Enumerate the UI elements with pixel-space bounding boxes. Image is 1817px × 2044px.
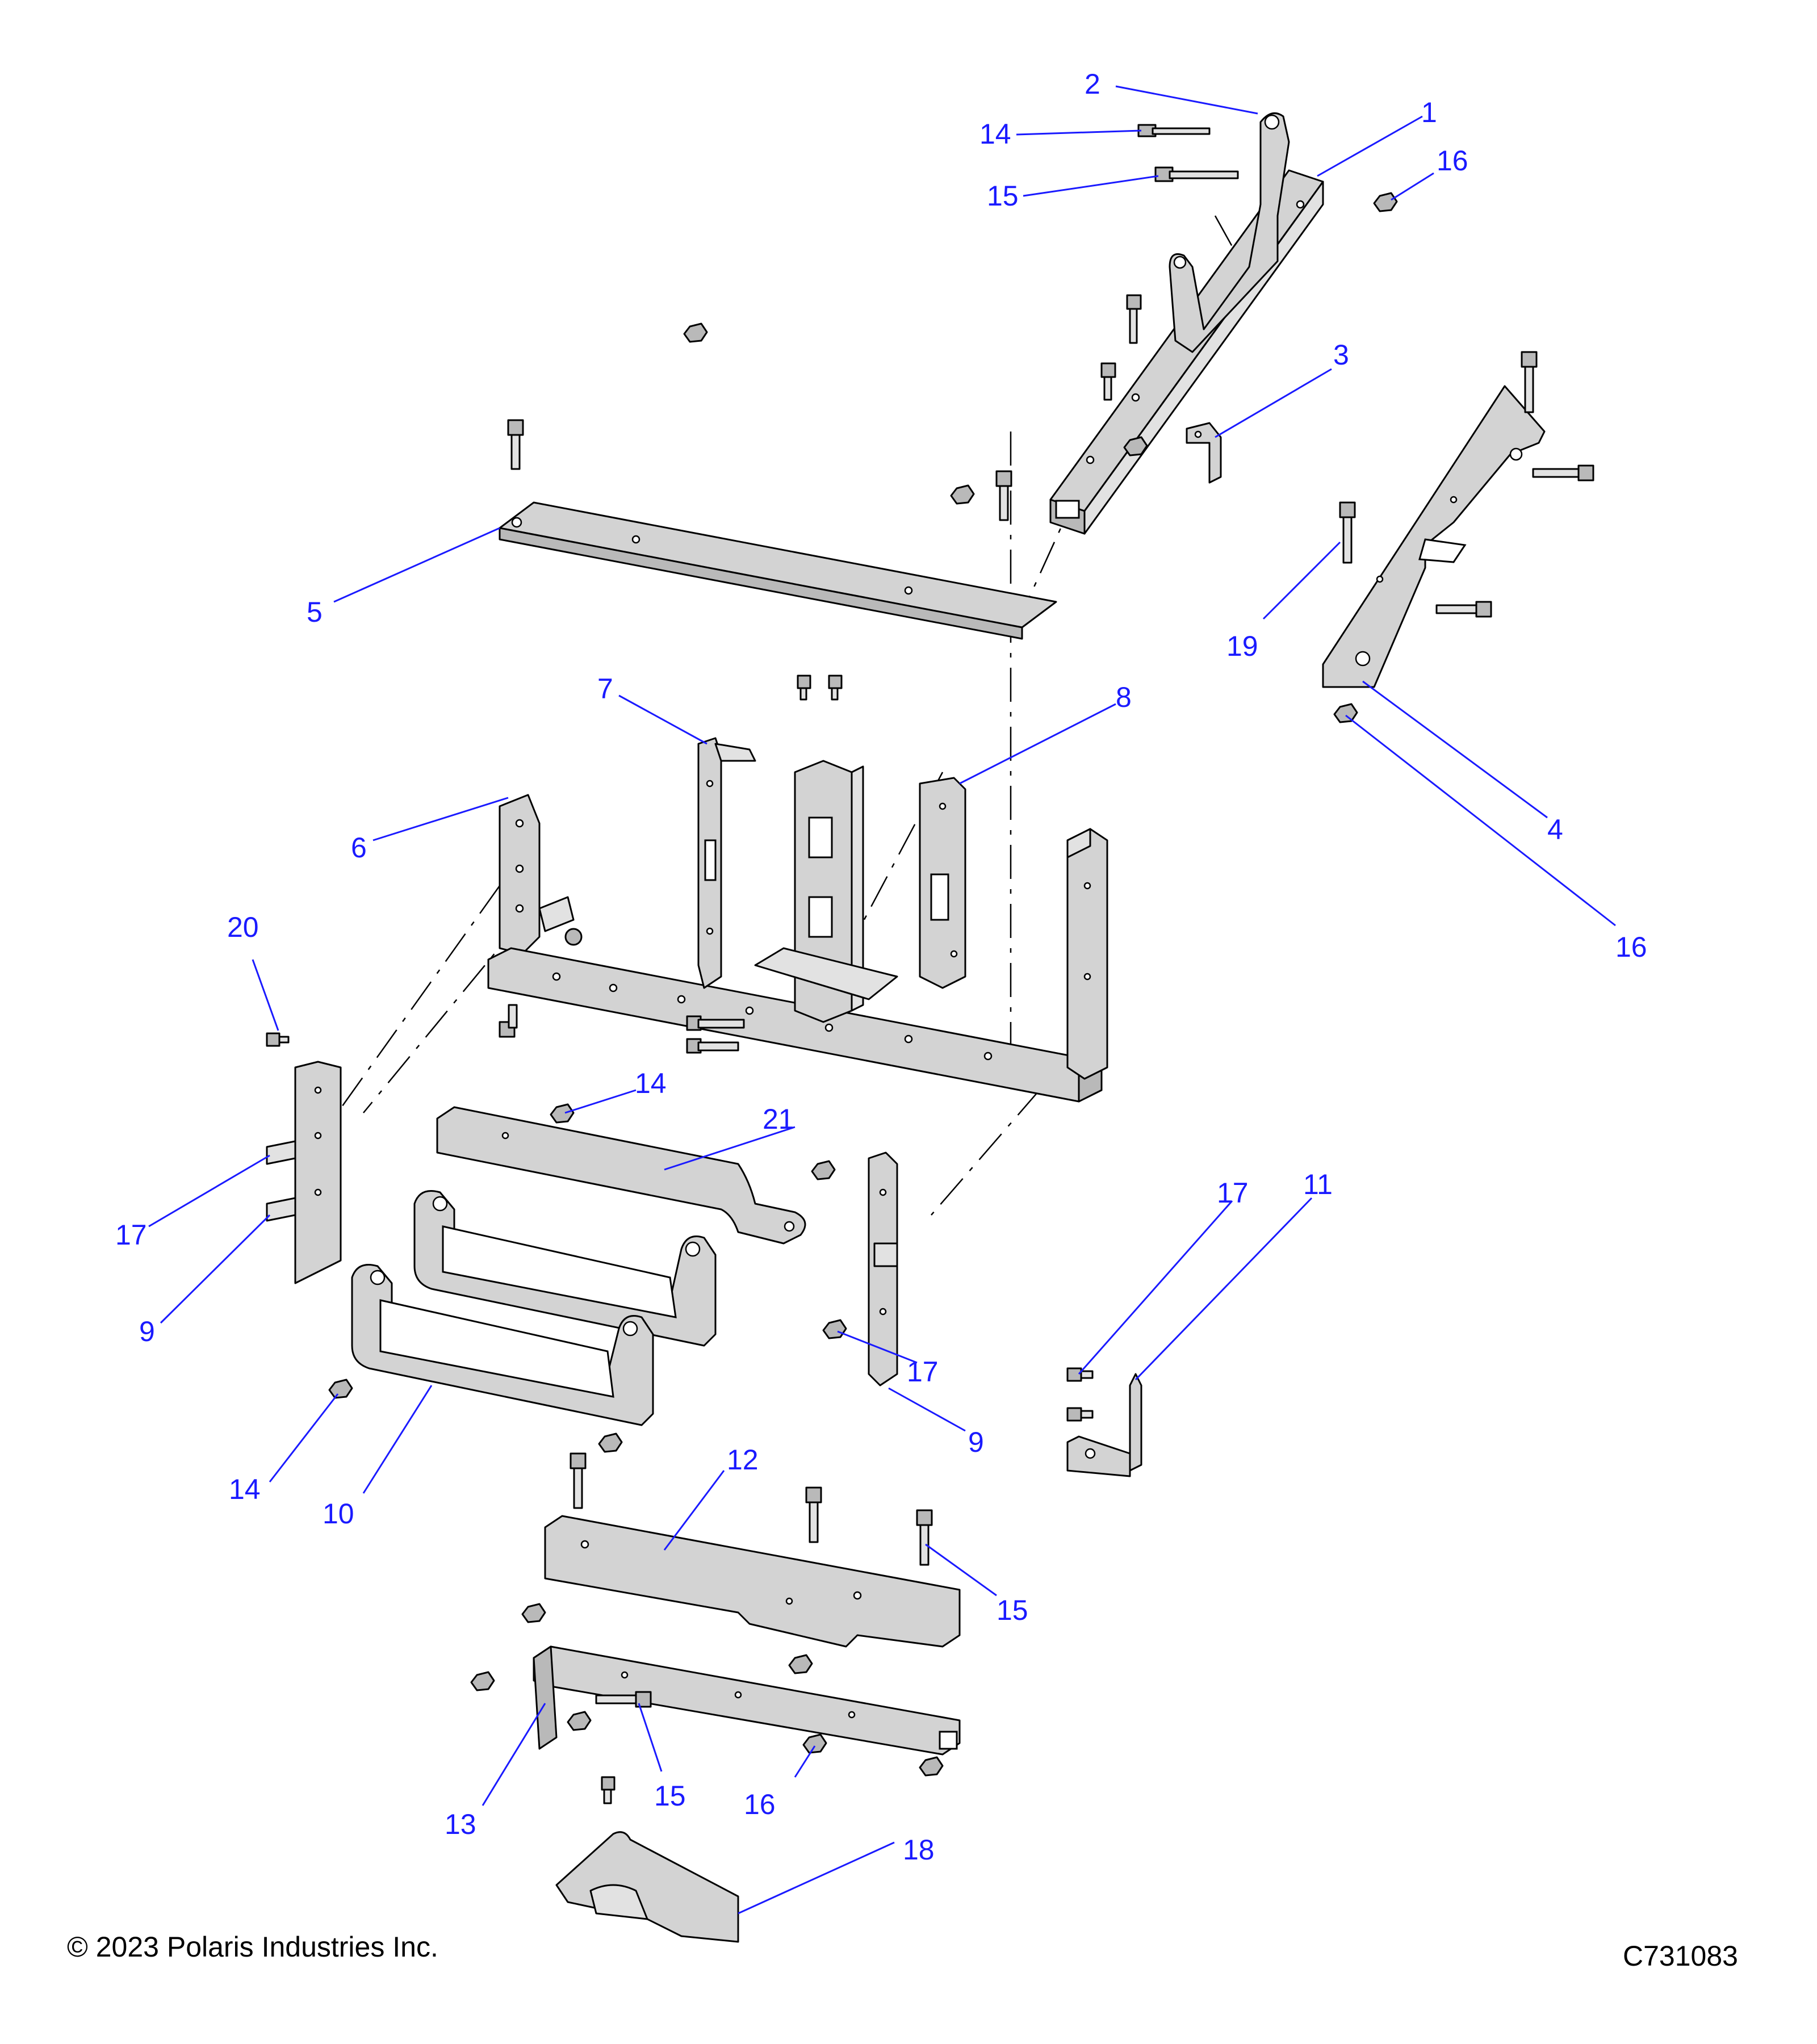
part-9-right-plate [868, 1151, 898, 1387]
bolt-icon [1532, 464, 1594, 481]
bolt-icon [1066, 1367, 1094, 1382]
callout-3: 3 [1333, 339, 1349, 371]
bolt-icon [1154, 166, 1239, 182]
callout-11: 11 [1303, 1168, 1333, 1200]
callout-15: 15 [997, 1594, 1028, 1626]
leader-lines [148, 85, 1616, 1915]
callout-14: 14 [979, 118, 1011, 150]
callout-9: 9 [968, 1426, 984, 1458]
callout-16: 16 [1615, 931, 1647, 963]
part-4-channel [1322, 385, 1546, 688]
part-13-tube [533, 1645, 961, 1756]
part-10-frames [351, 1190, 717, 1426]
bolt-icon [570, 1452, 587, 1509]
bolt-icon [1435, 601, 1492, 618]
callout-1: 1 [1421, 97, 1437, 128]
callout-14: 14 [229, 1473, 261, 1505]
bolt-icon [828, 675, 843, 701]
part-2-bracket [1169, 112, 1290, 353]
part-5-angle-bar [499, 501, 1057, 640]
bolt-icon [1137, 124, 1211, 137]
bolt-icon [686, 1038, 739, 1054]
part-3-small-bracket [1186, 422, 1222, 484]
callout-20: 20 [227, 911, 259, 943]
callout-15: 15 [654, 1780, 686, 1812]
part-7-plate [697, 737, 756, 989]
callout-15: 15 [987, 180, 1019, 212]
nut-icon [470, 1671, 495, 1691]
callout-16: 16 [744, 1789, 776, 1820]
callout-21: 21 [763, 1103, 794, 1135]
callout-2: 2 [1085, 68, 1100, 100]
nut-icon [564, 928, 583, 946]
bolt-icon [797, 675, 811, 701]
nut-icon [567, 1711, 592, 1731]
callout-17: 17 [1217, 1177, 1249, 1209]
callout-17: 17 [115, 1219, 147, 1251]
nut-icon [1333, 703, 1358, 723]
nut-icon [328, 1379, 353, 1399]
nut-icon [1373, 192, 1398, 212]
callout-12: 12 [727, 1444, 759, 1476]
fasteners [266, 124, 1594, 1804]
callout-10: 10 [323, 1498, 354, 1530]
nut-icon [550, 1103, 575, 1124]
bolt-icon [1339, 501, 1356, 564]
callout-16: 16 [1437, 145, 1468, 177]
bolt-icon [595, 1691, 652, 1708]
callout-5: 5 [307, 596, 323, 628]
callout-13: 13 [445, 1808, 476, 1840]
bolt-icon [1521, 351, 1538, 413]
callout-4: 4 [1547, 814, 1563, 845]
bolt-icon [1100, 362, 1116, 401]
nut-icon [822, 1319, 847, 1339]
callout-7: 7 [597, 673, 613, 705]
nut-icon [811, 1160, 836, 1180]
nut-icon [788, 1654, 813, 1674]
callout-17: 17 [907, 1356, 939, 1388]
center-column [754, 760, 898, 1023]
bolt-icon [995, 470, 1012, 521]
part-6-upright [499, 794, 575, 955]
bolt-icon [507, 419, 524, 470]
part-21-strap [436, 1106, 806, 1245]
part-1-tube [1049, 169, 1324, 535]
nut-icon [521, 1603, 546, 1623]
figure-code: C731083 [1623, 1940, 1738, 1972]
nut-icon [919, 1756, 944, 1777]
part-9-left-plate [266, 1061, 342, 1284]
nut-icon [683, 322, 708, 343]
part-12-angle-bar [544, 1515, 961, 1648]
callout-labels: 1 2 14 15 16 3 5 19 4 16 7 8 6 20 14 21 … [115, 68, 1647, 1866]
callout-19: 19 [1226, 630, 1258, 662]
bolt-icon [266, 1032, 290, 1047]
callout-9: 9 [139, 1316, 155, 1347]
nut-icon [598, 1433, 623, 1453]
bolt-icon [916, 1509, 933, 1566]
callout-18: 18 [903, 1834, 935, 1866]
callout-8: 8 [1116, 681, 1132, 713]
part-18-bracket [555, 1831, 739, 1943]
copyright-notice: © 2023 Polaris Industries Inc. [67, 1931, 438, 1963]
callout-6: 6 [351, 832, 367, 864]
bolt-icon [1126, 294, 1142, 344]
bolt-icon [1066, 1407, 1094, 1422]
bolt-icon [499, 1004, 518, 1038]
nut-icon [950, 484, 975, 505]
nut-icon [1123, 436, 1148, 456]
nut-icon [802, 1733, 827, 1754]
main-frame-rail [487, 828, 1108, 1103]
bolt-icon [601, 1776, 616, 1804]
callout-14: 14 [635, 1067, 667, 1099]
bolt-icon [805, 1486, 822, 1543]
part-11-bracket [1066, 1373, 1142, 1477]
part-8-plate [919, 777, 966, 989]
bolt-icon [686, 1015, 745, 1031]
